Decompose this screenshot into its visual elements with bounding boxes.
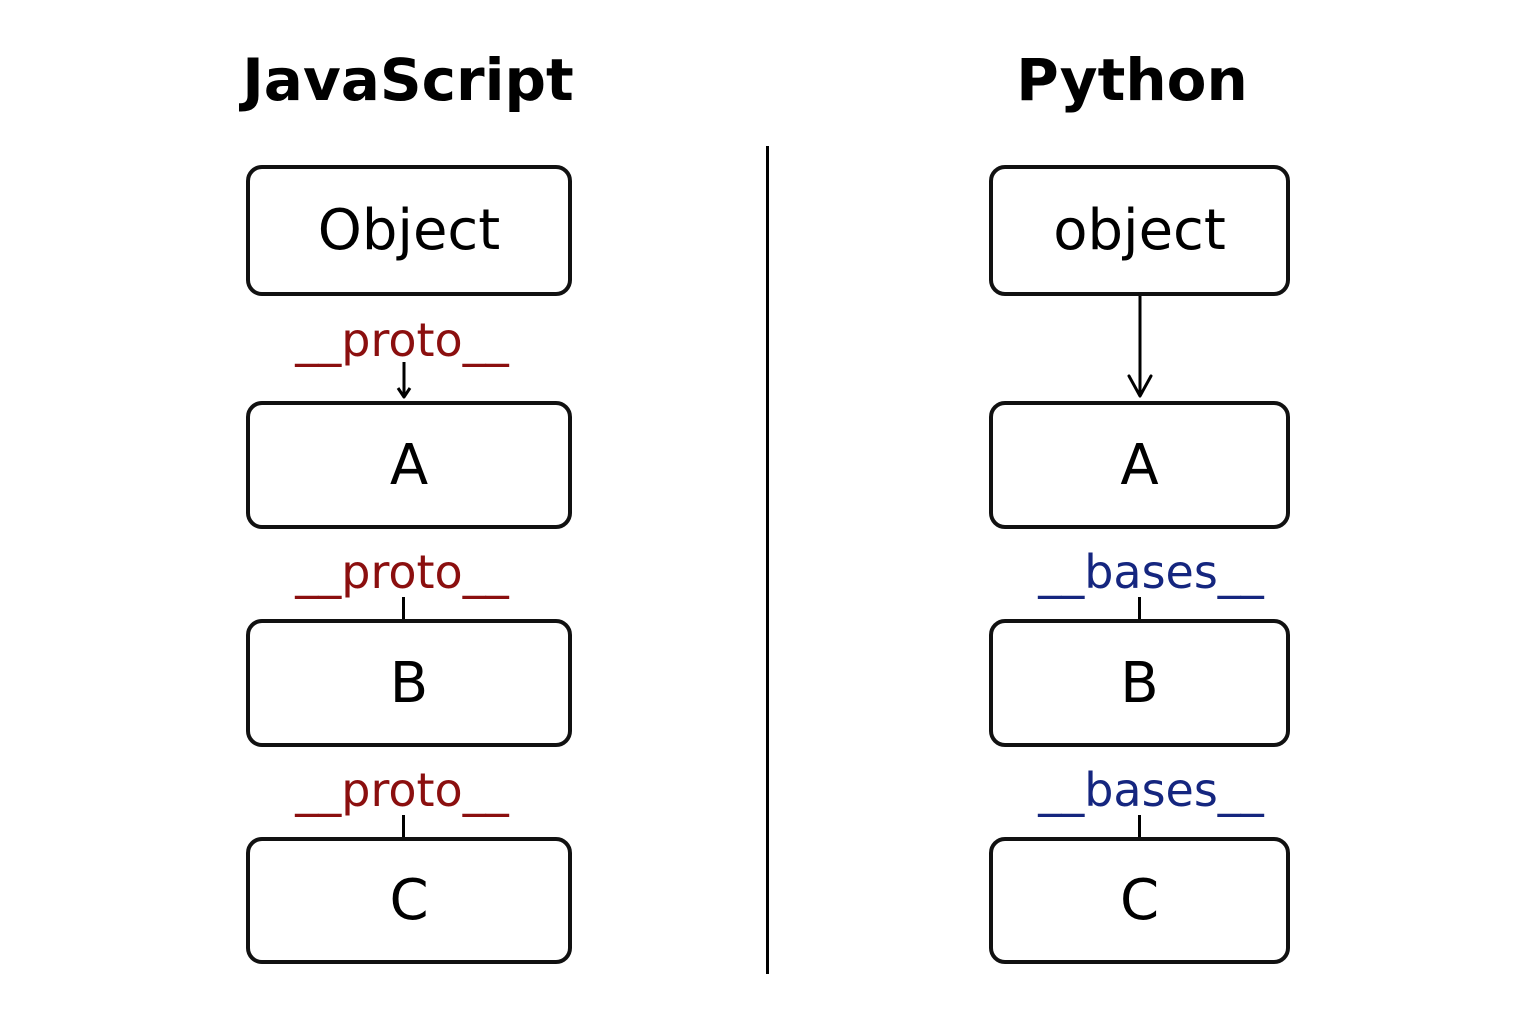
js-arrow-object-a (396, 362, 412, 399)
py-connector-b-c (1138, 815, 1141, 837)
py-node-b: B (989, 619, 1290, 747)
js-node-a: A (246, 401, 572, 529)
js-edge-label-object-a: __proto__ (295, 313, 509, 367)
js-node-a-label: A (389, 432, 429, 498)
py-node-a: A (989, 401, 1290, 529)
py-node-a-label: A (1120, 432, 1159, 498)
py-node-object: object (989, 165, 1290, 296)
js-node-c-label: C (389, 868, 429, 933)
py-node-c: C (989, 837, 1290, 964)
js-node-c: C (246, 837, 572, 964)
js-edge-label-b-c: __proto__ (295, 763, 509, 817)
js-node-b: B (246, 619, 572, 747)
py-node-object-label: object (1053, 198, 1226, 263)
py-connector-a-b (1138, 597, 1141, 619)
js-connector-b-c (402, 815, 405, 837)
py-edge-label-a-b: __bases__ (1038, 545, 1264, 599)
js-node-b-label: B (389, 650, 429, 716)
py-node-b-label: B (1120, 650, 1159, 716)
py-arrow-object-a (1127, 296, 1153, 398)
py-edge-label-b-c: __bases__ (1038, 763, 1264, 817)
py-node-c-label: C (1119, 868, 1160, 933)
column-divider (766, 146, 769, 974)
python-title: Python (1016, 46, 1248, 114)
js-connector-a-b (402, 597, 405, 619)
js-node-object-label: Object (317, 198, 501, 263)
javascript-title: JavaScript (242, 46, 574, 114)
js-edge-label-a-b: __proto__ (295, 545, 509, 599)
js-node-object: Object (246, 165, 572, 296)
